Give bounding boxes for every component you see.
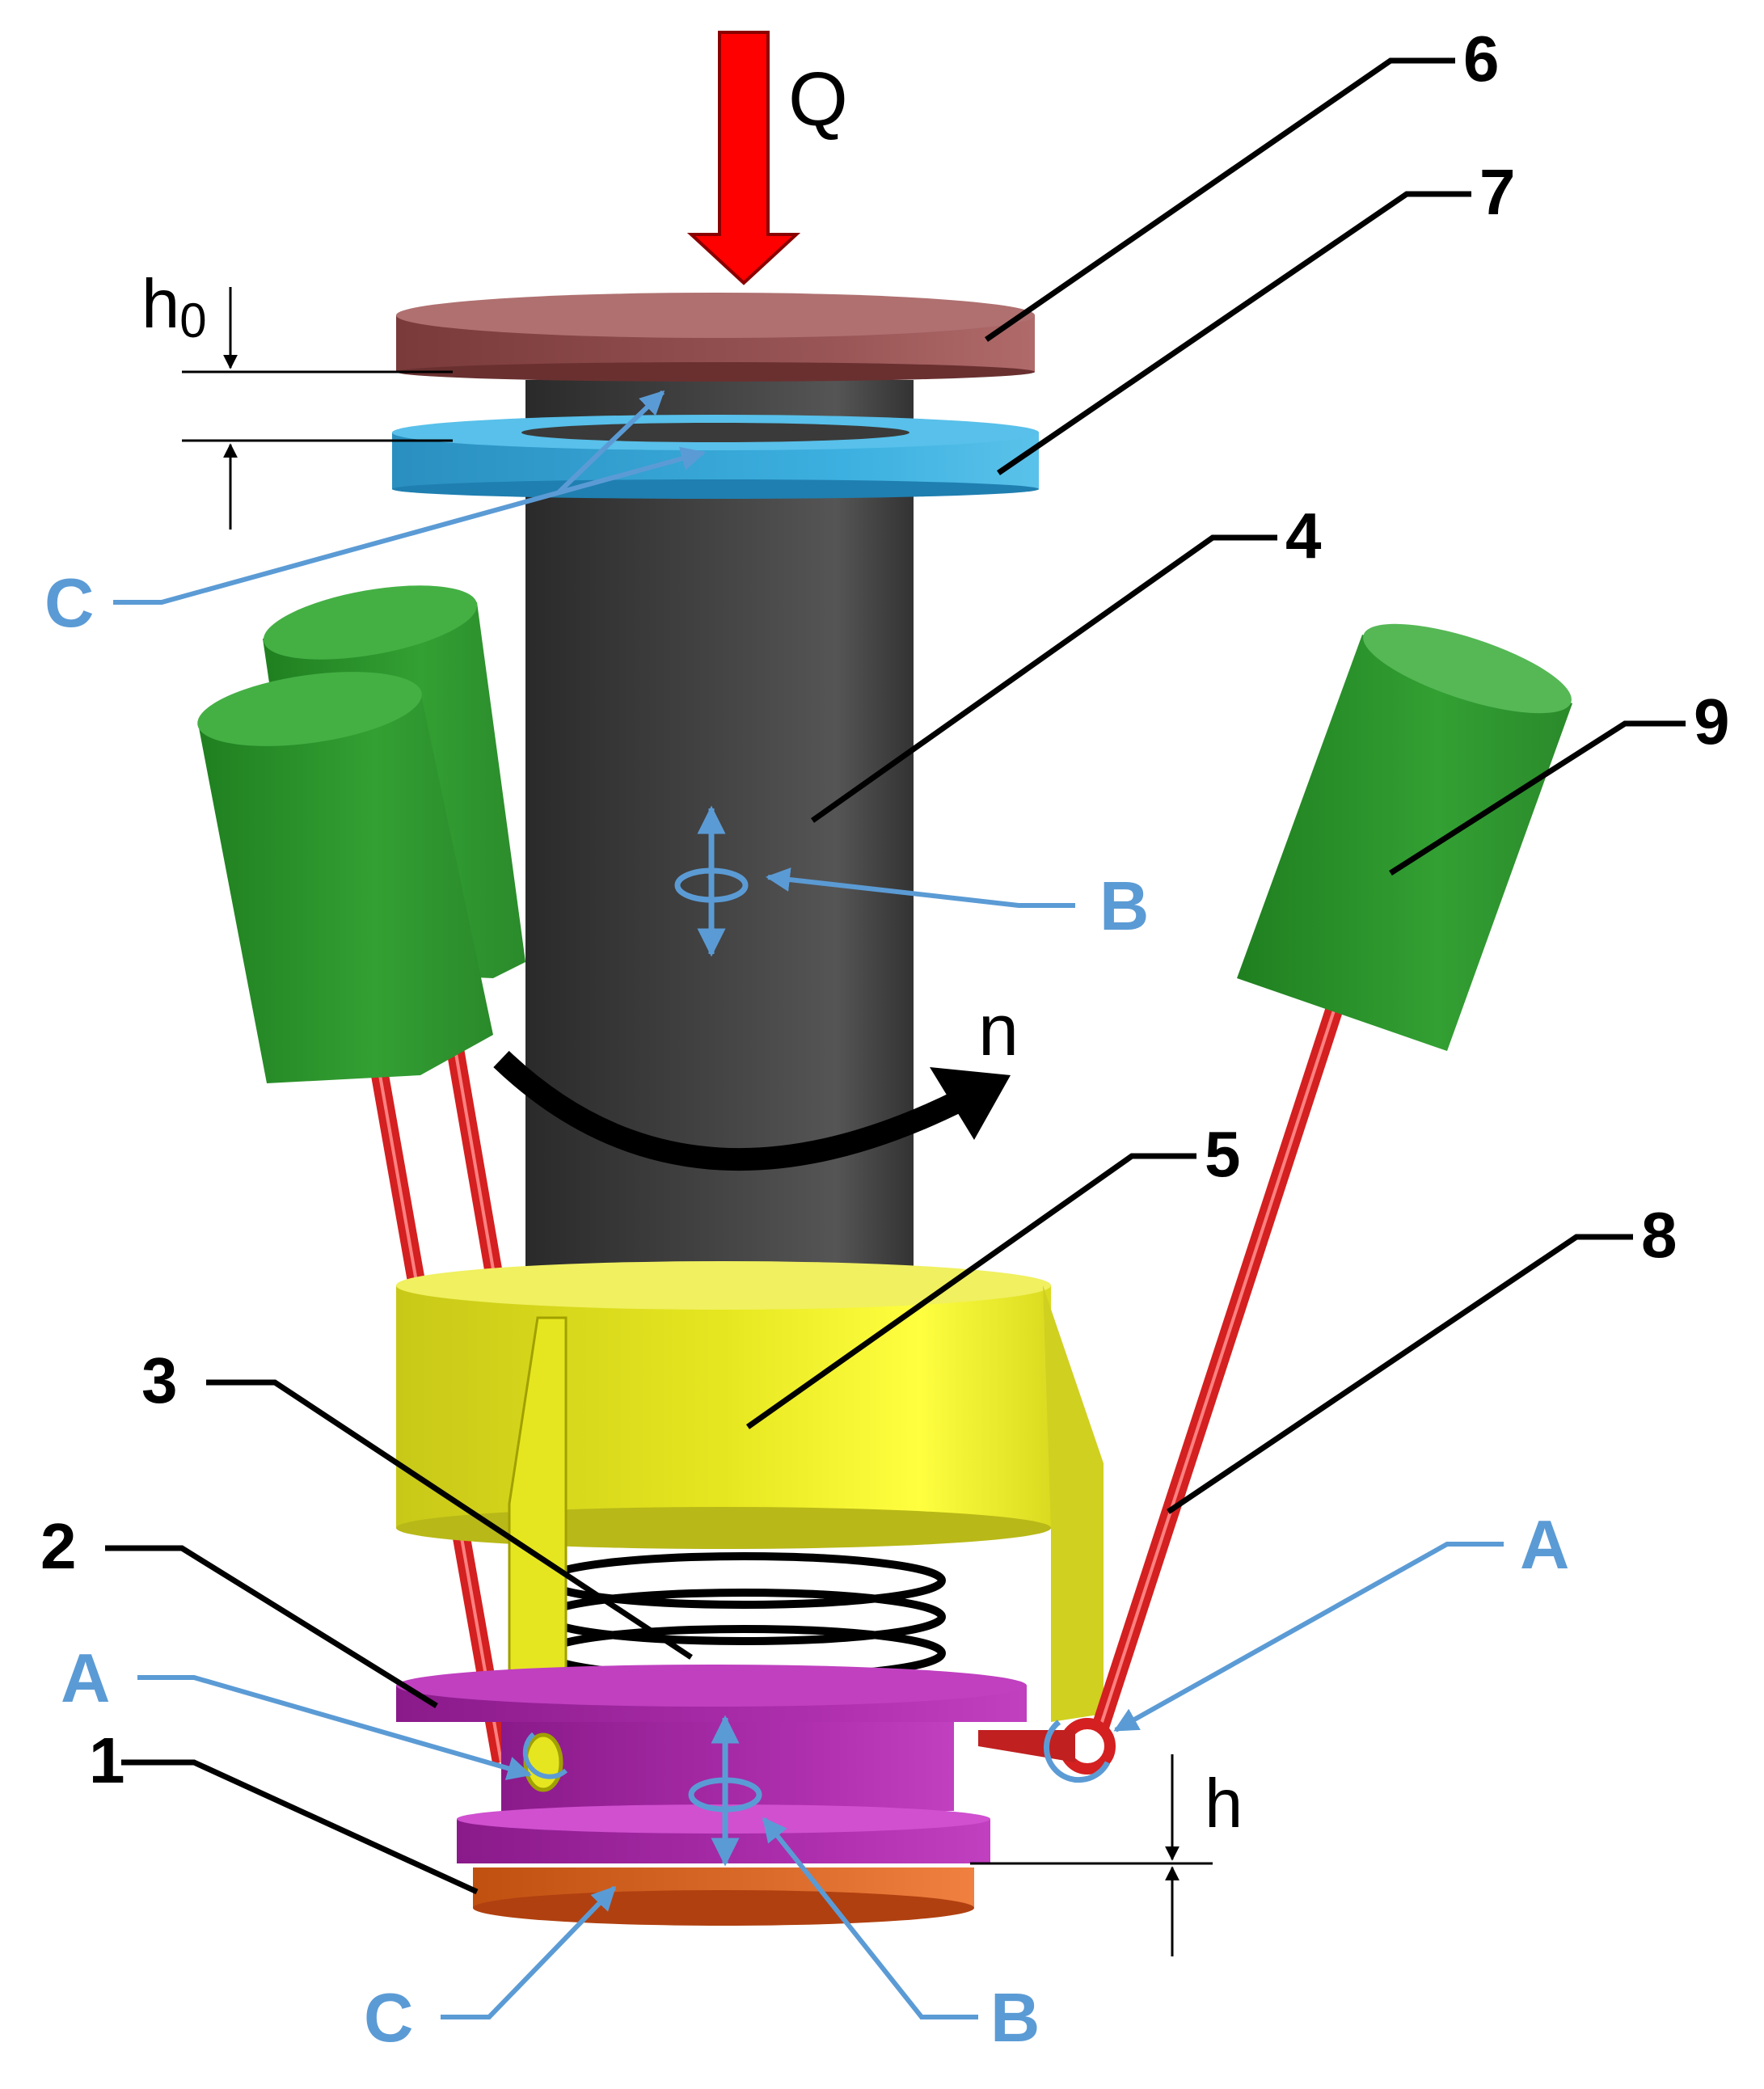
blue-ring bbox=[392, 415, 1039, 499]
label-pointer-b-bottom: B bbox=[990, 1980, 1040, 2057]
weight-front-left bbox=[197, 672, 510, 1764]
label-part-9: 9 bbox=[1694, 686, 1730, 758]
label-part-3: 3 bbox=[141, 1344, 178, 1416]
cylinder-right bbox=[1237, 635, 1572, 1051]
label-rotation-n: n bbox=[978, 990, 1019, 1071]
label-part-6: 6 bbox=[1463, 23, 1500, 95]
label-part-5: 5 bbox=[1205, 1118, 1241, 1190]
label-gap-h: h bbox=[1205, 1766, 1243, 1842]
label-part-2: 2 bbox=[40, 1510, 77, 1582]
label-part-7: 7 bbox=[1479, 156, 1516, 228]
rotation-symbol-bottom bbox=[688, 1715, 762, 1867]
force-arrow bbox=[686, 31, 801, 285]
label-part-4: 4 bbox=[1285, 500, 1322, 572]
dimension-h bbox=[970, 1754, 1213, 1956]
orange-base bbox=[473, 1867, 974, 1926]
cylinder-front-left bbox=[198, 691, 493, 1083]
label-pointer-c-bottom: C bbox=[364, 1980, 413, 2057]
rotation-arrow bbox=[493, 1050, 968, 1171]
label-pointer-b-mid: B bbox=[1099, 868, 1149, 945]
label-pointer-a-left: A bbox=[61, 1640, 110, 1717]
label-pointer-a-right: A bbox=[1520, 1507, 1569, 1584]
pointer-lines bbox=[113, 390, 1504, 2019]
pivot-left bbox=[523, 1732, 563, 1792]
label-part-8: 8 bbox=[1641, 1199, 1677, 1271]
label-gap-h0: h0 bbox=[141, 266, 207, 348]
label-pointer-c-top: C bbox=[44, 565, 94, 642]
yellow-housing bbox=[396, 1261, 1104, 1772]
dimension-h0 bbox=[182, 287, 453, 530]
leader-lines bbox=[105, 57, 1686, 1895]
weight-right bbox=[1082, 623, 1572, 1758]
label-part-1: 1 bbox=[89, 1724, 125, 1796]
label-force-q: Q bbox=[788, 57, 848, 142]
top-plate bbox=[396, 293, 1035, 382]
housing-arm-right bbox=[1043, 1285, 1104, 1722]
rotation-symbol-mid bbox=[674, 805, 749, 957]
spring bbox=[542, 1552, 946, 1682]
